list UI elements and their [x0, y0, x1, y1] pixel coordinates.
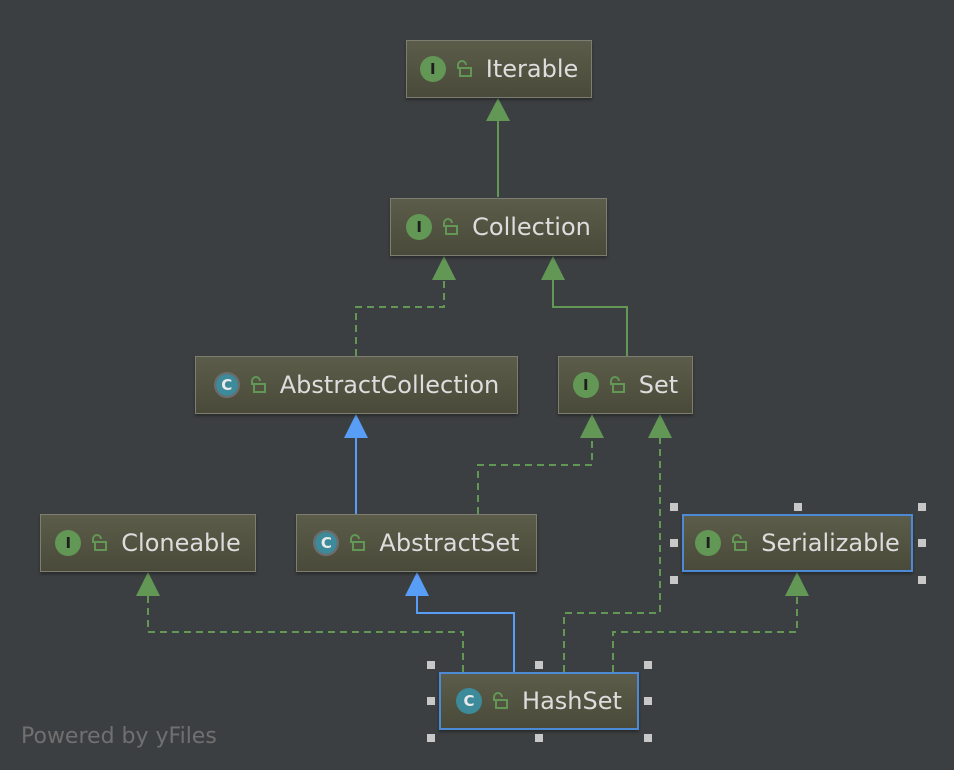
node-label: HashSet: [522, 687, 622, 715]
node-abstractset[interactable]: C AbstractSet: [296, 514, 537, 572]
interface-icon: I: [572, 372, 599, 398]
unlocked-icon: [609, 376, 625, 393]
abstract-class-icon: C: [213, 372, 240, 398]
resize-handle[interactable]: [670, 539, 678, 547]
resize-handle[interactable]: [918, 576, 926, 584]
node-label: Cloneable: [121, 529, 241, 557]
edge-collection-iterable: [486, 98, 510, 197]
node-set[interactable]: I Set: [558, 356, 693, 414]
resize-handle[interactable]: [427, 661, 435, 669]
edge-hashset-set: [563, 414, 672, 672]
interface-icon: I: [55, 530, 82, 556]
node-label: Set: [638, 371, 679, 399]
unlocked-icon: [456, 60, 472, 77]
node-iterable[interactable]: I Iterable: [406, 40, 592, 98]
node-label: Serializable: [761, 529, 900, 557]
resize-handle[interactable]: [427, 734, 435, 742]
resize-handle[interactable]: [644, 697, 652, 705]
edge-hashset-cloneable: [136, 572, 464, 672]
unlocked-icon: [350, 534, 366, 551]
node-abstractcollection[interactable]: C AbstractCollection: [195, 356, 518, 414]
resize-handle[interactable]: [427, 697, 435, 705]
unlocked-icon: [250, 376, 266, 393]
resize-handle[interactable]: [644, 661, 652, 669]
node-cloneable[interactable]: I Cloneable: [40, 514, 256, 572]
edge-abstractset-abstractcollection: [344, 414, 368, 514]
unlocked-icon: [92, 534, 108, 551]
interface-icon: I: [695, 530, 722, 556]
interface-icon: I: [419, 56, 446, 82]
resize-handle[interactable]: [794, 503, 802, 511]
resize-handle[interactable]: [918, 503, 926, 511]
resize-handle[interactable]: [535, 734, 543, 742]
interface-icon: I: [406, 214, 433, 240]
unlocked-icon: [443, 218, 459, 235]
node-label: AbstractCollection: [279, 371, 500, 399]
edge-hashset-abstractset: [405, 572, 515, 672]
node-label: AbstractSet: [379, 529, 520, 557]
resize-handle[interactable]: [918, 539, 926, 547]
resize-handle[interactable]: [670, 576, 678, 584]
class-icon: C: [456, 688, 483, 714]
unlocked-icon: [732, 534, 748, 551]
node-label: Iterable: [485, 55, 579, 83]
edge-abstractcollection-collection: [355, 256, 456, 356]
node-serializable[interactable]: I Serializable: [682, 514, 913, 572]
resize-handle[interactable]: [644, 734, 652, 742]
edge-set-collection: [541, 256, 628, 356]
abstract-class-icon: C: [313, 530, 340, 556]
node-hashset[interactable]: C HashSet: [439, 672, 639, 730]
resize-handle[interactable]: [670, 503, 678, 511]
edge-hashset-serializable: [612, 572, 809, 672]
node-collection[interactable]: I Collection: [390, 198, 607, 256]
edge-abstractset-set: [477, 414, 604, 514]
resize-handle[interactable]: [535, 661, 543, 669]
unlocked-icon: [493, 692, 509, 709]
powered-by-footer: Powered by yFiles: [21, 724, 217, 749]
node-label: Collection: [472, 213, 591, 241]
